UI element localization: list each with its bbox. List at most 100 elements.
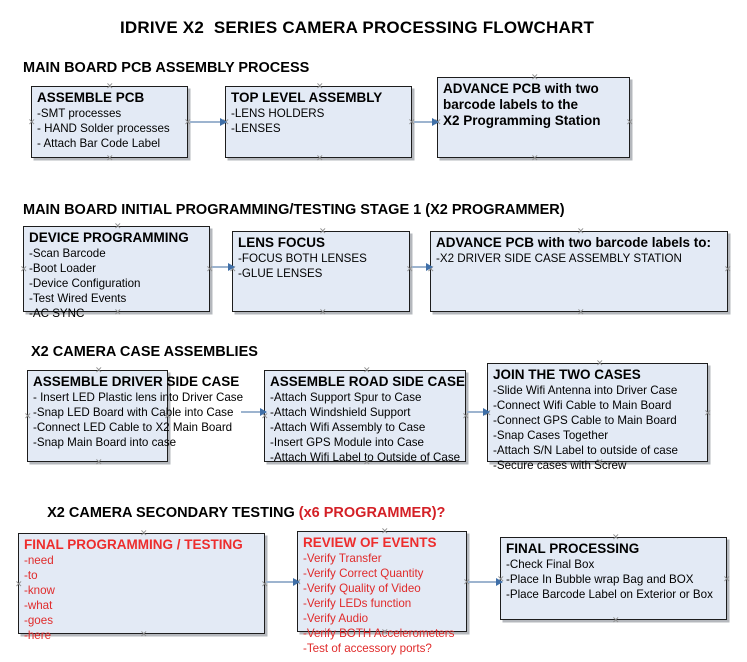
node-line: -Snap Main Board into case [33, 436, 177, 449]
node-line: -Connect Wifi Cable to Main Board [493, 399, 672, 412]
node-final-programming-testing[interactable]: FINAL PROGRAMMING / TESTING -need -to -k… [15, 533, 265, 642]
node-line: -Slide Wifi Antenna into Driver Case [493, 384, 678, 397]
connection-handle-bottom[interactable] [95, 459, 102, 466]
connection-handle-top[interactable] [531, 74, 538, 81]
node-line: -Attach Wifi Label to Outside of Case [270, 451, 461, 464]
node-assemble-pcb[interactable]: ASSEMBLE PCB -SMT processes - HAND Solde… [31, 86, 188, 158]
connection-handle-left[interactable] [20, 266, 27, 273]
node-header: TOP LEVEL ASSEMBLY [231, 90, 383, 105]
connection-handle-top[interactable] [363, 367, 370, 374]
node-header: LENS FOCUS [238, 235, 326, 250]
connection-handle-right[interactable] [724, 266, 731, 273]
node-line: -LENS HOLDERS [231, 107, 325, 120]
connection-handle-top[interactable] [596, 360, 603, 367]
connection-handle-top[interactable] [106, 83, 113, 90]
node-header-line-2: barcode labels to the [443, 97, 579, 112]
node-line: -Place In Bubble wrap Bag and BOX [506, 573, 694, 586]
node-line: -Verify LEDs function [303, 597, 412, 610]
connection-handle-bottom[interactable] [316, 155, 323, 162]
node-line: -Verify Transfer [303, 552, 382, 565]
node-lens-focus[interactable]: LENS FOCUS -FOCUS BOTH LENSES -GLUE LENS… [232, 231, 410, 312]
node-line: - Insert LED Plastic lens into Driver Ca… [33, 391, 244, 404]
connection-handle-bottom[interactable] [319, 309, 326, 316]
node-line: -GLUE LENSES [238, 267, 323, 280]
connector-top-level-assembly-to-advance-pcb [414, 118, 439, 126]
arrowhead-icon [432, 118, 439, 126]
connector-driver-case-to-road-case [241, 408, 267, 416]
node-header: ASSEMBLE PCB [37, 90, 145, 105]
node-line: -Snap Cases Together [493, 429, 609, 442]
node-line: -here [24, 629, 52, 642]
node-line: -Attach Support Spur to Case [270, 391, 422, 404]
node-header: ADVANCE PCB with two barcode labels to: [436, 235, 712, 250]
connection-handle-bottom[interactable] [612, 617, 619, 624]
node-line: -Test Wired Events [29, 292, 127, 305]
node-line: -Secure cases with Screw [493, 459, 627, 472]
node-advance-pcb-to-driver-side-case-station[interactable]: ADVANCE PCB with two barcode labels to: … [430, 231, 728, 312]
arrowhead-icon [228, 263, 235, 271]
connection-handle-bottom[interactable] [106, 155, 113, 162]
node-device-programming[interactable]: DEVICE PROGRAMMING -Scan Barcode -Boot L… [20, 223, 210, 320]
section-heading-text: X2 CAMERA SECONDARY TESTING [47, 505, 299, 521]
section-heading-main-board-initial-programming: MAIN BOARD INITIAL PROGRAMMING/TESTING S… [23, 202, 565, 218]
node-line: -Verify BOTH Accelerometers [303, 627, 455, 640]
connection-handle-right[interactable] [626, 119, 633, 126]
node-header-line-3: X2 Programming Station [443, 113, 601, 128]
connection-handle-right[interactable] [704, 410, 711, 417]
node-line: -Snap LED Board with Cable into Case [33, 406, 234, 419]
node-final-processing[interactable]: FINAL PROCESSING -Check Final Box -Place… [500, 537, 727, 620]
connection-handle-left[interactable] [24, 413, 31, 420]
node-line: -Place Barcode Label on Exterior or Box [506, 588, 713, 601]
node-header: JOIN THE TWO CASES [493, 367, 641, 382]
connection-handle-right[interactable] [723, 576, 730, 583]
connection-handle-left[interactable] [28, 119, 35, 126]
connection-handle-top[interactable] [612, 534, 619, 541]
connector-review-of-events-to-final-processing [468, 578, 503, 586]
node-advance-pcb-to-x2-programming-station[interactable]: ADVANCE PCB with two barcode labels to t… [437, 77, 630, 158]
node-line: -Attach S/N Label to outside of case [493, 444, 678, 457]
connection-handle-left[interactable] [15, 581, 22, 588]
node-line: -need [24, 554, 54, 567]
node-line: -Connect GPS Cable to Main Board [493, 414, 677, 427]
section-heading-suffix: (x6 PROGRAMMER)? [298, 505, 446, 521]
node-line: - Attach Bar Code Label [37, 137, 161, 150]
node-review-of-events[interactable]: REVIEW OF EVENTS -Verify Transfer -Verif… [297, 531, 467, 655]
node-line: -X2 DRIVER SIDE CASE ASSEMBLY STATION [436, 252, 682, 265]
node-top-level-assembly[interactable]: TOP LEVEL ASSEMBLY -LENS HOLDERS -LENSES [225, 86, 412, 158]
node-line: -Scan Barcode [29, 247, 106, 260]
connector-road-case-to-join-cases [467, 408, 490, 416]
node-assemble-road-side-case[interactable]: ASSEMBLE ROAD SIDE CASE -Attach Support … [264, 367, 469, 464]
node-line: -Attach Windshield Support [270, 406, 411, 419]
node-header: ASSEMBLE ROAD SIDE CASE [270, 374, 466, 389]
node-line: -Attach Wifi Assembly to Case [270, 421, 426, 434]
node-header: ADVANCE PCB with two [443, 81, 599, 96]
node-line: -goes [24, 614, 54, 627]
node-header: FINAL PROGRAMMING / TESTING [24, 537, 243, 552]
connection-handle-top[interactable] [316, 83, 323, 90]
section-heading-x2-camera-secondary-testing: X2 CAMERA SECONDARY TESTING (x6 PROGRAMM… [31, 489, 445, 537]
arrowhead-icon [426, 263, 433, 271]
connection-handle-right[interactable] [462, 413, 469, 420]
connection-handle-top[interactable] [114, 223, 121, 230]
node-line-overflow: -Test of accessory ports? [303, 642, 432, 655]
section-heading-x2-camera-case-assemblies: X2 CAMERA CASE ASSEMBLIES [31, 344, 258, 360]
node-line: -Connect LED Cable to X2 Main Board [33, 421, 233, 434]
node-line: -Verify Correct Quantity [303, 567, 424, 580]
node-header: DEVICE PROGRAMMING [29, 230, 189, 245]
connector-assemble-pcb-to-top-level-assembly [190, 118, 227, 126]
connection-handle-bottom[interactable] [531, 155, 538, 162]
connection-handle-top[interactable] [319, 228, 326, 235]
node-join-the-two-cases[interactable]: JOIN THE TWO CASES -Slide Wifi Antenna i… [487, 360, 711, 472]
node-line: -Verify Audio [303, 612, 369, 625]
connection-handle-top[interactable] [577, 228, 584, 235]
node-line: -FOCUS BOTH LENSES [238, 252, 367, 265]
connection-handle-top[interactable] [95, 367, 102, 374]
connector-device-programming-to-lens-focus [212, 263, 235, 271]
arrowhead-icon [293, 578, 300, 586]
page-title: IDRIVE X2 SERIES CAMERA PROCESSING FLOWC… [120, 18, 595, 37]
connection-handle-bottom[interactable] [577, 309, 584, 316]
node-line: -Insert GPS Module into Case [270, 436, 425, 449]
node-assemble-driver-side-case[interactable]: ASSEMBLE DRIVER SIDE CASE - Insert LED P… [24, 367, 244, 462]
node-line: -Check Final Box [506, 558, 595, 571]
